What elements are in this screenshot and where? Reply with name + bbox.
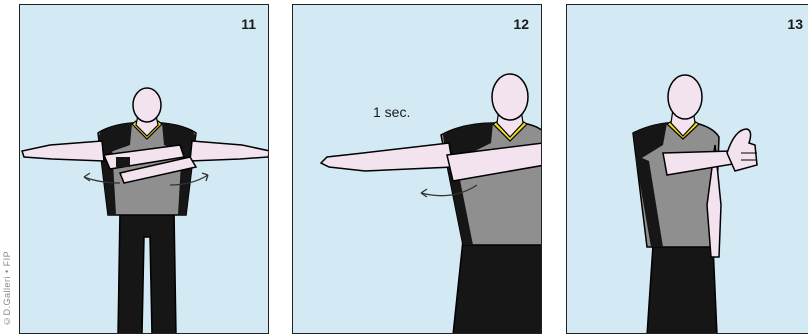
photo-credit: ©D.Galleri • FIP	[2, 260, 14, 326]
signal-panel-11: 11	[19, 4, 269, 334]
referee-figure-thumb-up	[567, 5, 808, 334]
referee-figure-arms-crossing	[20, 5, 269, 334]
signal-panel-12: 12 1 sec.	[292, 4, 542, 334]
referee-figure-arm-extended	[293, 5, 542, 334]
signal-panel-13: 13	[566, 4, 808, 334]
